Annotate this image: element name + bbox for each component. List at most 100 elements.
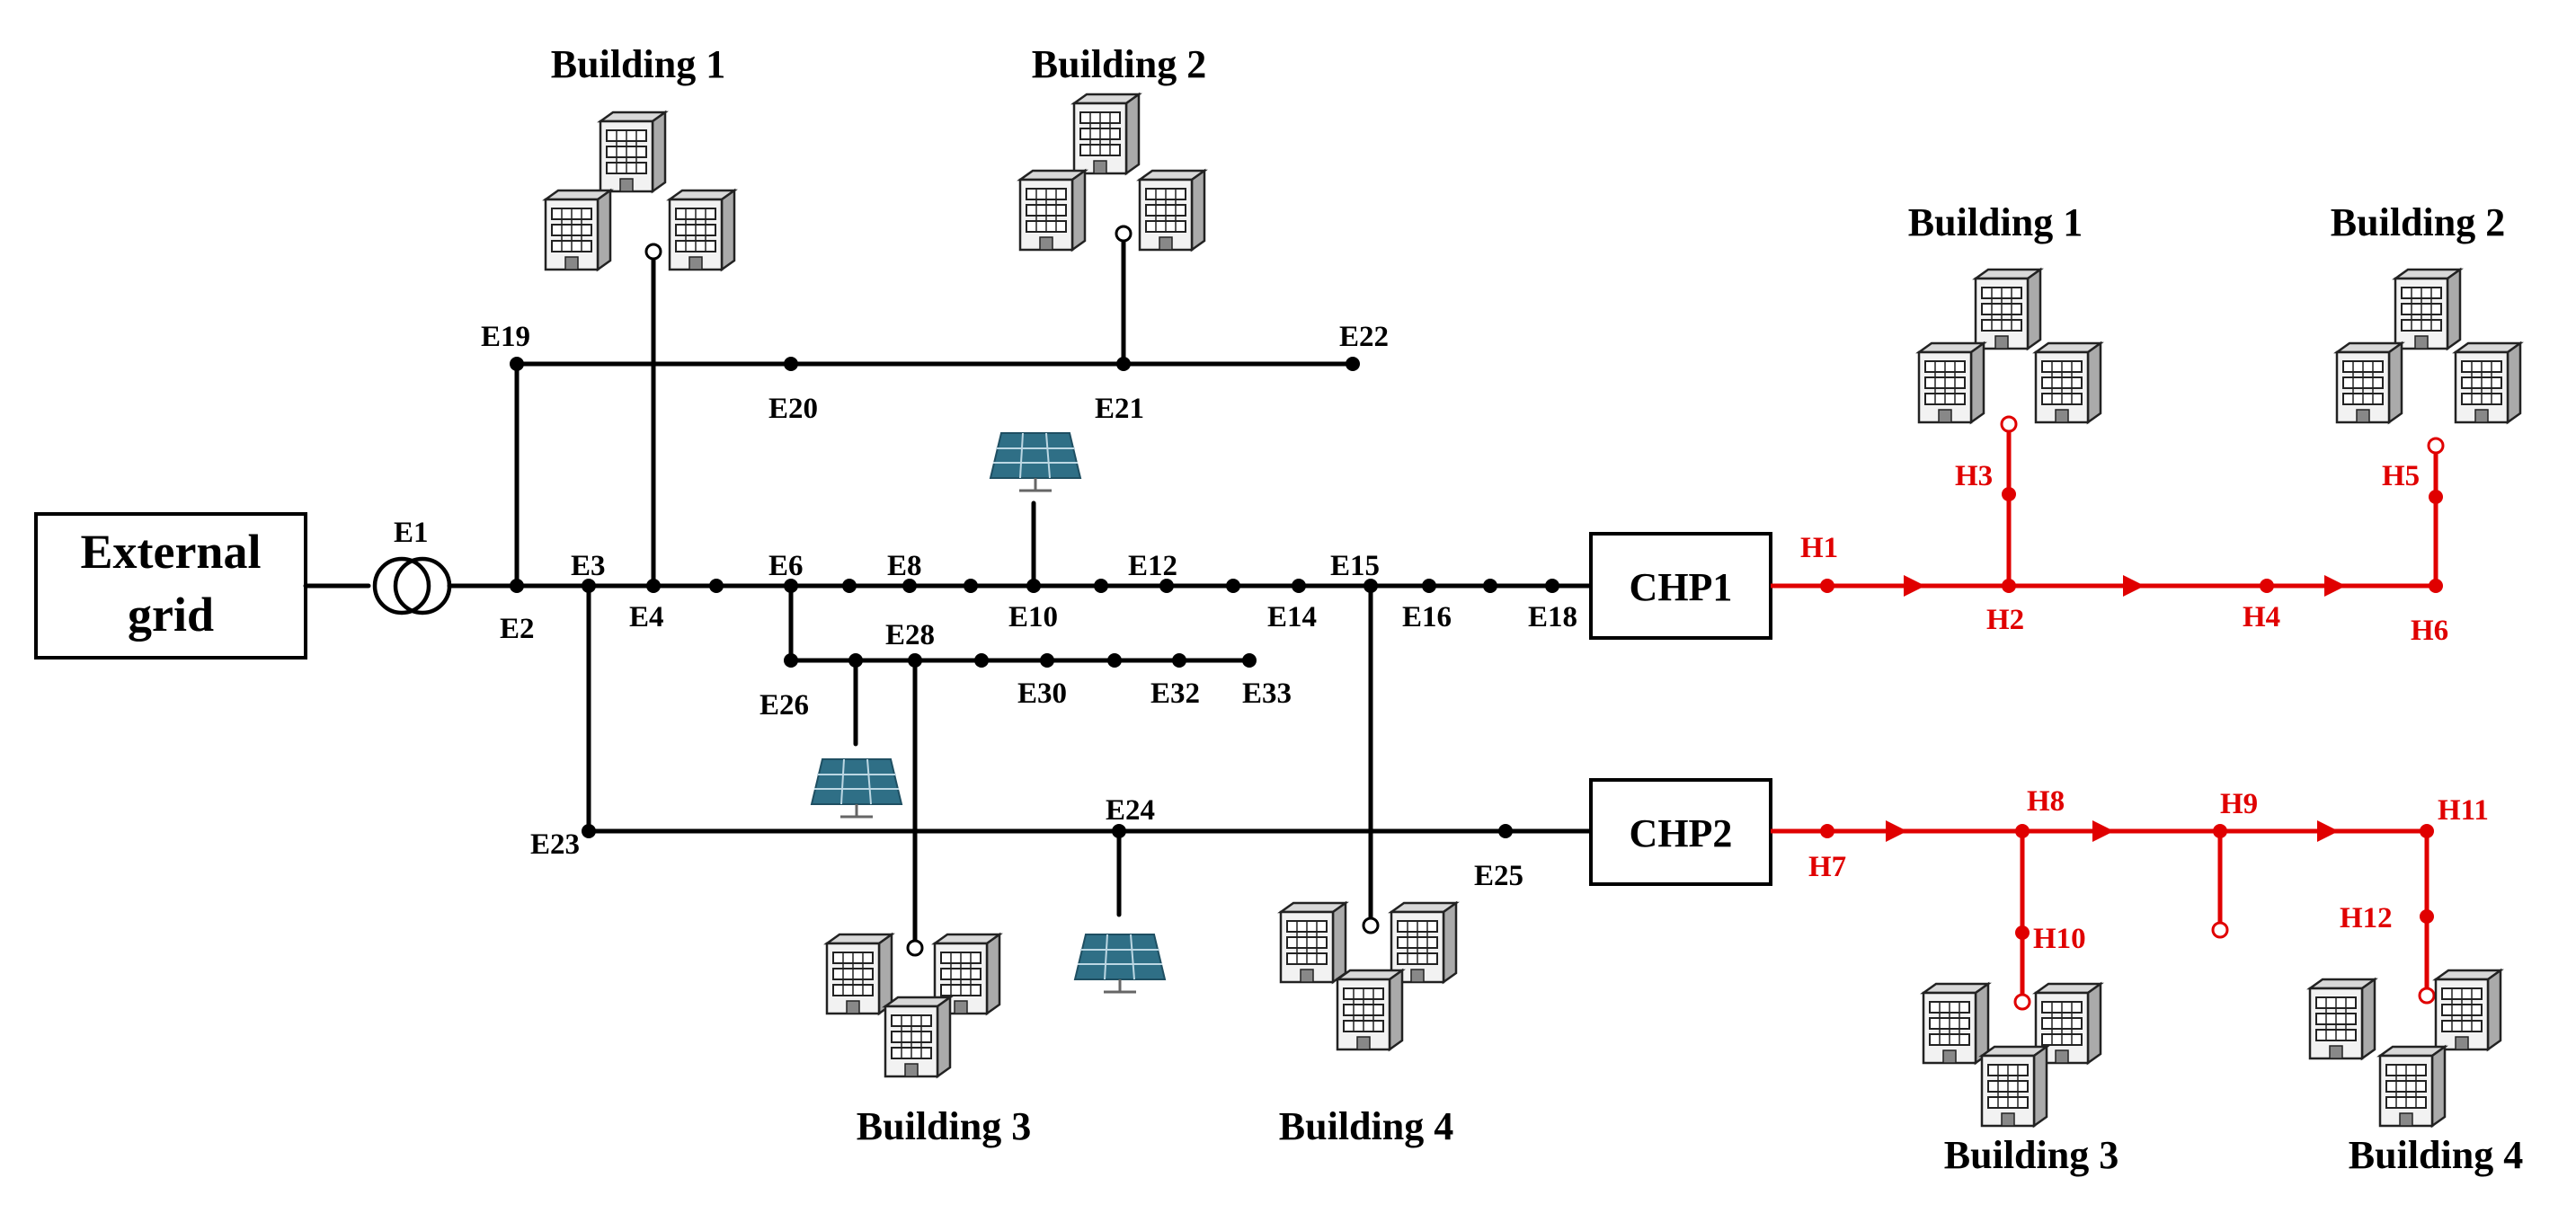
building-group: Building 4 [2308,969,2523,1177]
electrical-bus-labels: E2 E3 E4 E6 E8 E10 E12 E14 E15 E16 E18 E… [481,321,1577,892]
bus-node[interactable] [784,653,798,668]
building-icon [2394,268,2462,350]
external-grid-box[interactable]: External grid [34,512,307,660]
load-terminal [906,939,924,957]
flow-arrow-icon [1904,575,1925,597]
heat-node[interactable] [2015,925,2030,940]
chp1-label: CHP1 [1630,565,1733,609]
bus-node[interactable] [709,579,724,593]
solar-panel-icon [1073,933,1167,994]
heat-node[interactable] [2420,909,2434,924]
building-icon [825,933,893,1015]
chp1-box[interactable]: CHP1 [1589,532,1772,640]
bus-node[interactable] [1498,824,1513,838]
bus-node[interactable] [1242,653,1257,668]
building-group: Building 3 [1922,982,2119,1177]
heat-label: H1 [1800,532,1838,564]
heat-node[interactable] [2429,579,2443,593]
bus-node[interactable] [1172,653,1186,668]
bus-label: E23 [530,828,580,861]
building-icon [668,189,736,271]
bus-node[interactable] [1346,357,1360,371]
bus-node[interactable] [1107,653,1122,668]
bus-node[interactable] [1292,579,1306,593]
flow-arrow-icon [2324,575,2346,597]
bus-node[interactable] [510,579,524,593]
heat-label: H9 [2220,788,2258,820]
building-label: Building 1 [1908,200,2083,244]
flow-arrow-icon [2123,575,2145,597]
heat-node[interactable] [2260,579,2274,593]
heat-node[interactable] [2002,579,2016,593]
electrical-network: External grid E1 [34,42,1772,1148]
heat-label: H10 [2033,923,2086,955]
heat-label: H7 [1808,851,1846,883]
heat-label: H6 [2411,615,2448,647]
bus-node[interactable] [1483,579,1497,593]
building-icon [2378,1045,2447,1128]
chp2-box[interactable]: CHP2 [1589,778,1772,886]
bus-label: E15 [1330,550,1380,582]
building-icon [1917,341,1985,424]
bus-node[interactable] [1026,579,1041,593]
bus-node[interactable] [908,653,922,668]
bus-node[interactable] [974,653,989,668]
flow-arrows [1886,575,2346,842]
heat-node[interactable] [1820,824,1834,838]
bus-label: E28 [885,619,935,651]
bus-node[interactable] [1364,579,1378,593]
external-grid-label-line2: grid [128,588,214,642]
heat-label: H4 [2243,601,2280,633]
heat-node[interactable] [2213,824,2227,838]
heat-label: H3 [1955,460,1993,492]
heat-terminal [2427,437,2445,455]
heat-terminal [2211,921,2229,939]
bus-node[interactable] [842,579,857,593]
building-icon [599,111,667,193]
building-group: Building 1 [544,42,736,271]
flow-arrow-icon [2317,820,2339,842]
flow-arrow-icon [1886,820,1907,842]
bus-label: E12 [1128,550,1177,582]
heat-node[interactable] [1820,579,1834,593]
bus-node[interactable] [1112,824,1126,838]
building-label: Building 4 [1279,1104,1453,1148]
bus-node[interactable] [902,579,917,593]
heat-terminal [2000,415,2018,433]
bus-node[interactable] [1159,579,1174,593]
bus-node[interactable] [1040,653,1054,668]
bus-node[interactable] [784,357,798,371]
bus-node[interactable] [510,357,524,371]
heat-node[interactable] [2002,487,2016,501]
bus-node[interactable] [646,579,661,593]
building-icon [1072,93,1141,175]
bus-node[interactable] [848,653,863,668]
bus-label: E19 [481,321,530,353]
bus-label: E30 [1017,677,1067,710]
bus-node[interactable] [582,824,596,838]
solar-panel-icon [989,431,1082,492]
heat-node[interactable] [2420,824,2434,838]
bus-node[interactable] [1094,579,1108,593]
heat-label: H2 [1986,604,2024,636]
solar-panel-icon [810,757,903,819]
building-icon [884,996,952,1078]
electrical-bus-nodes [510,357,1559,838]
bus-node[interactable] [1545,579,1559,593]
bus-label: E32 [1150,677,1200,710]
building-icon [2335,341,2403,424]
heat-node[interactable] [2015,824,2030,838]
bus-node[interactable] [582,579,596,593]
building-icon [1980,1045,2048,1128]
bus-node[interactable] [1422,579,1436,593]
heat-label: H12 [2340,902,2393,934]
heat-node[interactable] [2429,490,2443,504]
bus-node[interactable] [1116,357,1131,371]
bus-node[interactable] [784,579,798,593]
bus-label: E25 [1474,860,1523,892]
building-icon [2034,341,2102,424]
bus-node[interactable] [964,579,978,593]
bus-node[interactable] [1226,579,1240,593]
building-icon [1018,169,1087,252]
